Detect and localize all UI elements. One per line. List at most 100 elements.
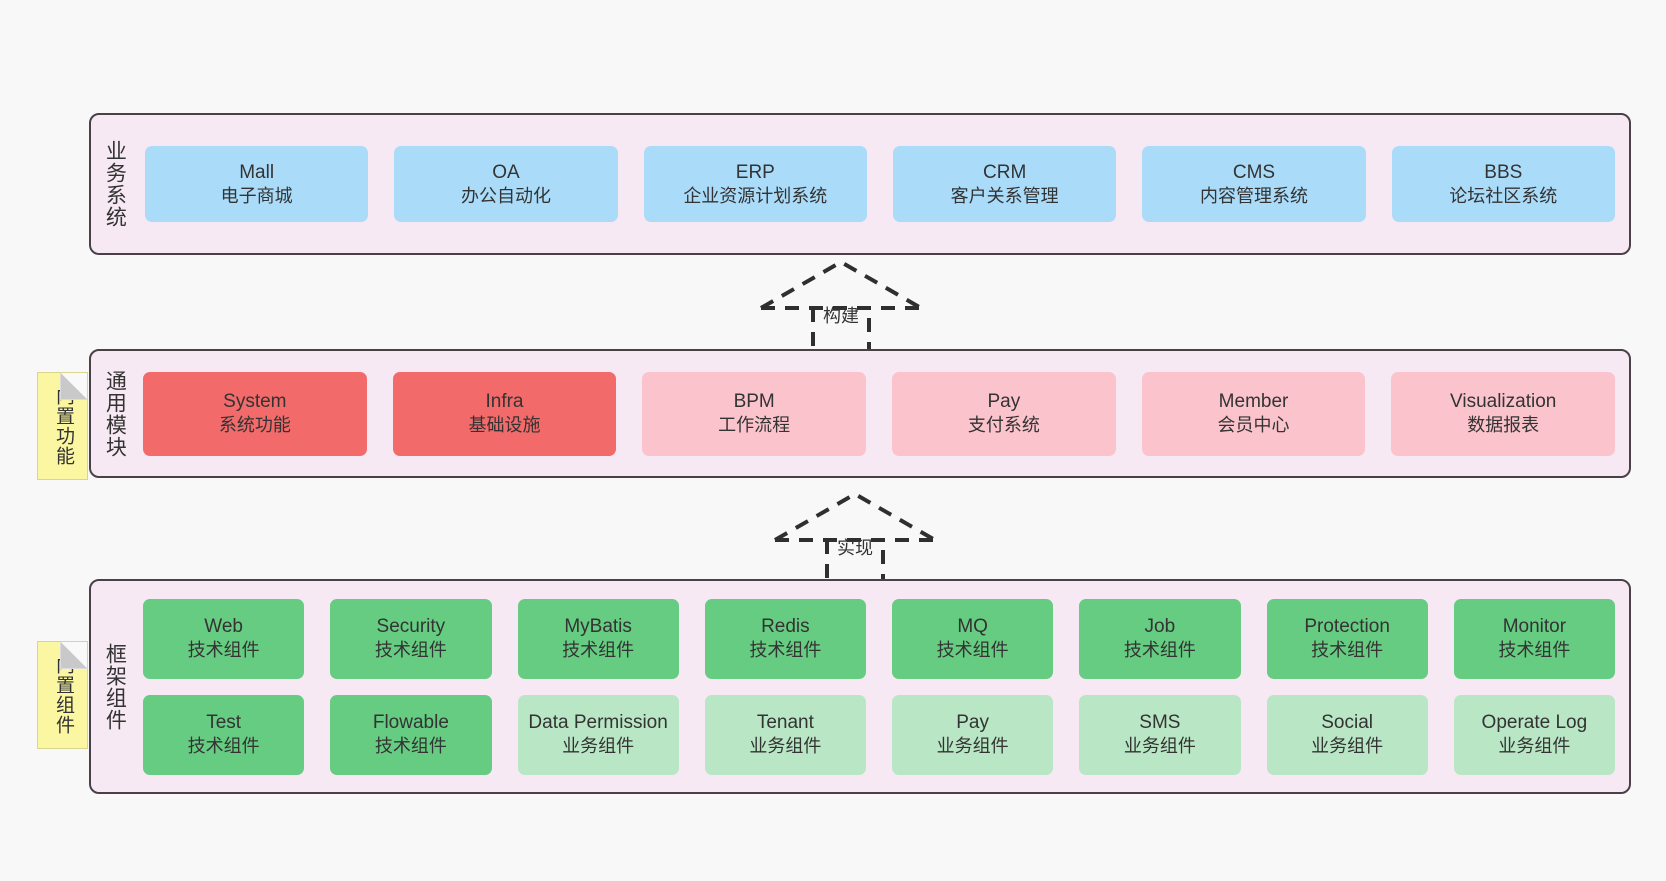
node-subtitle: 技术组件 <box>374 736 447 757</box>
node-title: Flowable <box>372 712 449 734</box>
node-subtitle: 系统功能 <box>218 415 291 436</box>
node-subtitle: 论坛社区系统 <box>1449 185 1558 206</box>
node-title: BPM <box>733 391 775 413</box>
node-title: ERP <box>735 161 775 183</box>
node-subtitle: 技术组件 <box>1123 640 1196 661</box>
node-protection[interactable]: Protection 技术组件 <box>1266 598 1428 679</box>
node-subtitle: 工作流程 <box>718 415 791 436</box>
node-title: Data Permission <box>528 712 668 734</box>
node-cms[interactable]: CMS 内容管理系统 <box>1142 146 1366 222</box>
node-subtitle: 技术组件 <box>187 736 260 757</box>
node-title: SMS <box>1139 712 1181 734</box>
node-subtitle: 基础设施 <box>468 415 541 436</box>
layer-title-common-modules: 通用模块 <box>103 369 127 458</box>
layer-title-framework-components: 框架组件 <box>103 642 127 731</box>
node-subtitle: 技术组件 <box>187 640 260 661</box>
node-title: Tenant <box>756 712 814 734</box>
node-infra[interactable]: Infra 基础设施 <box>392 371 617 456</box>
node-pay-component[interactable]: Pay 业务组件 <box>892 694 1054 775</box>
layer-body-framework-components: Web 技术组件 Security 技术组件 MyBatis 技术组件 Redi… <box>137 581 1629 792</box>
node-title: CRM <box>983 161 1027 183</box>
node-title: Protection <box>1304 616 1390 638</box>
layer-title-business-system: 业务系统 <box>103 140 127 228</box>
node-title: Pay <box>956 712 989 734</box>
node-system[interactable]: System 系统功能 <box>143 371 367 456</box>
node-subtitle: 业务组件 <box>1498 736 1571 757</box>
node-subtitle: 会员中心 <box>1217 415 1290 436</box>
node-title: Mall <box>239 161 275 183</box>
node-title: Security <box>376 616 446 638</box>
node-title: Monitor <box>1502 616 1567 638</box>
arrow-realize-label: 实现 <box>837 538 873 558</box>
node-sms[interactable]: SMS 业务组件 <box>1079 694 1241 775</box>
node-subtitle: 技术组件 <box>936 640 1009 661</box>
node-title: Test <box>206 712 242 734</box>
node-title: Web <box>204 616 243 638</box>
node-mq[interactable]: MQ 技术组件 <box>892 598 1054 679</box>
node-security[interactable]: Security 技术组件 <box>330 598 492 679</box>
node-subtitle: 技术组件 <box>374 640 447 661</box>
layer-row: Mall 电子商城 OA 办公自动化 ERP 企业资源计划系统 CRM 客户关系… <box>145 146 1615 222</box>
node-web[interactable]: Web 技术组件 <box>143 598 305 679</box>
node-social[interactable]: Social 业务组件 <box>1266 694 1428 775</box>
node-mybatis[interactable]: MyBatis 技术组件 <box>517 598 679 679</box>
node-title: BBS <box>1484 161 1523 183</box>
node-erp[interactable]: ERP 企业资源计划系统 <box>643 146 867 222</box>
node-title: Member <box>1218 391 1289 413</box>
node-title: Infra <box>485 391 524 413</box>
arrow-realize: 实现 <box>770 490 940 586</box>
layer-framework-components: 框架组件 Web 技术组件 Security 技术组件 MyBatis 技术组件… <box>89 579 1631 794</box>
node-subtitle: 内容管理系统 <box>1199 185 1308 206</box>
node-crm[interactable]: CRM 客户关系管理 <box>892 146 1117 222</box>
node-subtitle: 业务组件 <box>562 736 635 757</box>
node-title: CMS <box>1232 161 1276 183</box>
node-job[interactable]: Job 技术组件 <box>1079 598 1241 679</box>
node-title: Pay <box>987 391 1021 413</box>
node-subtitle: 电子商城 <box>220 185 293 206</box>
node-subtitle: 支付系统 <box>967 415 1040 436</box>
layer-body-business-system: Mall 电子商城 OA 办公自动化 ERP 企业资源计划系统 CRM 客户关系… <box>137 115 1629 253</box>
node-pay-module[interactable]: Pay 支付系统 <box>892 371 1116 456</box>
node-redis[interactable]: Redis 技术组件 <box>704 598 866 679</box>
node-bbs[interactable]: BBS 论坛社区系统 <box>1391 146 1615 222</box>
node-title: MyBatis <box>564 616 632 638</box>
layer-business-system: 业务系统 Mall 电子商城 OA 办公自动化 ERP 企业资源计划系统 CRM… <box>89 113 1631 255</box>
node-title: Social <box>1321 712 1373 734</box>
node-bpm[interactable]: BPM 工作流程 <box>642 371 867 456</box>
node-title: Job <box>1144 616 1176 638</box>
node-subtitle: 业务组件 <box>936 736 1009 757</box>
layer-row: System 系统功能 Infra 基础设施 BPM 工作流程 Pay 支付系统… <box>143 371 1616 456</box>
note-builtin-features: 内置功能 <box>37 372 88 480</box>
node-subtitle: 业务组件 <box>1311 736 1384 757</box>
arrow-build: 构建 <box>756 258 926 354</box>
layer-row: Test 技术组件 Flowable 技术组件 Data Permission … <box>143 694 1615 775</box>
node-title: System <box>223 391 287 413</box>
node-flowable[interactable]: Flowable 技术组件 <box>330 694 492 775</box>
node-title: OA <box>492 161 520 183</box>
node-subtitle: 业务组件 <box>1123 736 1196 757</box>
node-data-permission[interactable]: Data Permission 业务组件 <box>517 694 679 775</box>
node-subtitle: 办公自动化 <box>460 185 551 206</box>
layer-row: Web 技术组件 Security 技术组件 MyBatis 技术组件 Redi… <box>143 598 1615 679</box>
node-visualization[interactable]: Visualization 数据报表 <box>1391 371 1616 456</box>
node-subtitle: 数据报表 <box>1467 415 1540 436</box>
node-title: Redis <box>761 616 810 638</box>
node-subtitle: 技术组件 <box>1498 640 1571 661</box>
node-subtitle: 企业资源计划系统 <box>683 185 828 206</box>
node-tenant[interactable]: Tenant 业务组件 <box>704 694 866 775</box>
node-subtitle: 技术组件 <box>1311 640 1384 661</box>
node-member[interactable]: Member 会员中心 <box>1141 371 1366 456</box>
node-oa[interactable]: OA 办公自动化 <box>394 146 618 222</box>
node-title: Operate Log <box>1481 712 1588 734</box>
node-title: Visualization <box>1450 391 1557 413</box>
layer-body-common-modules: System 系统功能 Infra 基础设施 BPM 工作流程 Pay 支付系统… <box>137 351 1629 476</box>
node-operate-log[interactable]: Operate Log 业务组件 <box>1453 694 1615 775</box>
node-monitor[interactable]: Monitor 技术组件 <box>1453 598 1615 679</box>
node-subtitle: 技术组件 <box>562 640 635 661</box>
node-mall[interactable]: Mall 电子商城 <box>145 146 369 222</box>
node-subtitle: 客户关系管理 <box>950 185 1059 206</box>
node-test[interactable]: Test 技术组件 <box>143 694 305 775</box>
node-subtitle: 业务组件 <box>749 736 822 757</box>
layer-common-modules: 通用模块 System 系统功能 Infra 基础设施 BPM 工作流程 Pay… <box>89 349 1631 478</box>
node-subtitle: 技术组件 <box>749 640 822 661</box>
